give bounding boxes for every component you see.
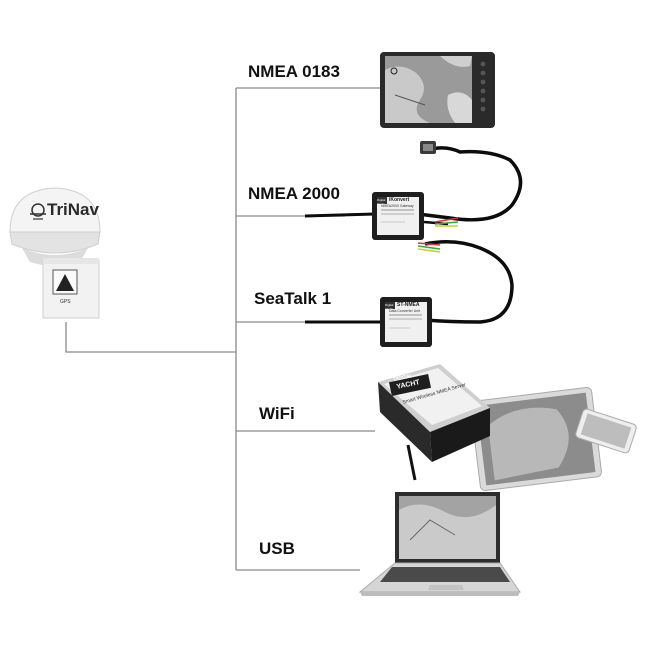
seatalk-desc-text: Data Converter Unit xyxy=(389,309,420,313)
connector-lines xyxy=(65,87,380,571)
seatalk-model-text: ST-NMEA xyxy=(397,302,420,308)
gps-tag-text: GPS xyxy=(60,299,71,305)
nmea2000-gateway-illustration xyxy=(304,141,523,240)
wifi-server-illustration xyxy=(378,364,637,492)
gateway-brand-text: Digital Yacht xyxy=(377,198,386,206)
chartplotter-illustration xyxy=(380,52,495,128)
connection-label-usb: USB xyxy=(259,539,295,558)
seatalk-converter-illustration xyxy=(305,240,514,347)
laptop-illustration xyxy=(358,492,521,596)
connection-label-nmea0183: NMEA 0183 xyxy=(248,62,340,81)
gps-antenna-illustration xyxy=(9,187,101,319)
connection-label-seatalk: SeaTalk 1 xyxy=(254,289,332,308)
seatalk-brand-text: Digital Yacht xyxy=(385,303,394,311)
gateway-model-text: iKonvert xyxy=(389,197,410,203)
connection-label-wifi: WiFi xyxy=(259,404,295,423)
gps-brand-text: TriNav xyxy=(47,200,99,219)
gateway-desc-text: NMEA2000 Gateway xyxy=(381,204,414,208)
connection-label-nmea2000: NMEA 2000 xyxy=(248,184,340,203)
